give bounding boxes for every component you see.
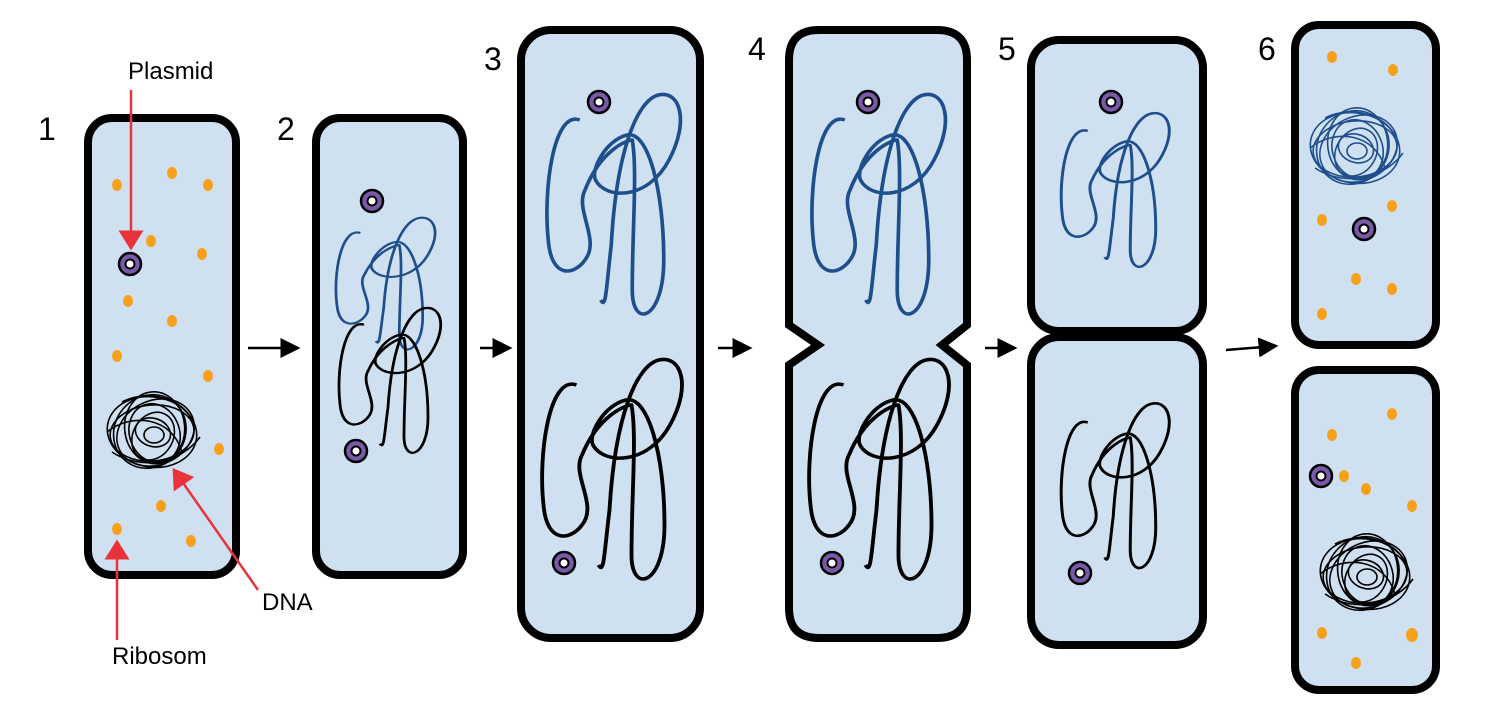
plasmid	[359, 188, 385, 214]
plasmid	[1351, 216, 1377, 242]
step-number-1: 1	[38, 111, 56, 147]
step-number-2: 2	[277, 111, 295, 147]
plasmid-copy	[819, 550, 845, 576]
label-dna: DNA	[262, 589, 313, 616]
cell-step-6-bottom	[1291, 366, 1440, 694]
label-ribosome: Ribosom	[112, 643, 207, 670]
step-number-5: 5	[998, 31, 1016, 67]
step-number-4: 4	[748, 31, 766, 67]
cell-step-5	[1027, 36, 1207, 649]
plasmid-copy	[343, 438, 369, 464]
arrow-step-5-to-6	[1225, 337, 1279, 358]
cell-step-4	[785, 26, 971, 642]
plasmid	[855, 89, 881, 115]
pointer-dna	[172, 467, 260, 591]
label-plasmid: Plasmid	[128, 58, 213, 85]
plasmid	[117, 251, 143, 277]
plasmid	[586, 89, 612, 115]
cell-step-6-top	[1291, 21, 1440, 349]
plasmid-copy	[1067, 560, 1093, 586]
plasmid	[1308, 463, 1334, 489]
cell-step-2	[312, 114, 467, 579]
ribosomes	[112, 167, 224, 547]
plasmid	[1098, 89, 1124, 115]
cell-step-1	[84, 114, 240, 579]
step-number-6: 6	[1258, 31, 1276, 67]
step-number-3: 3	[484, 41, 502, 77]
plasmid-copy	[551, 550, 577, 576]
cell-step-3	[517, 26, 704, 642]
